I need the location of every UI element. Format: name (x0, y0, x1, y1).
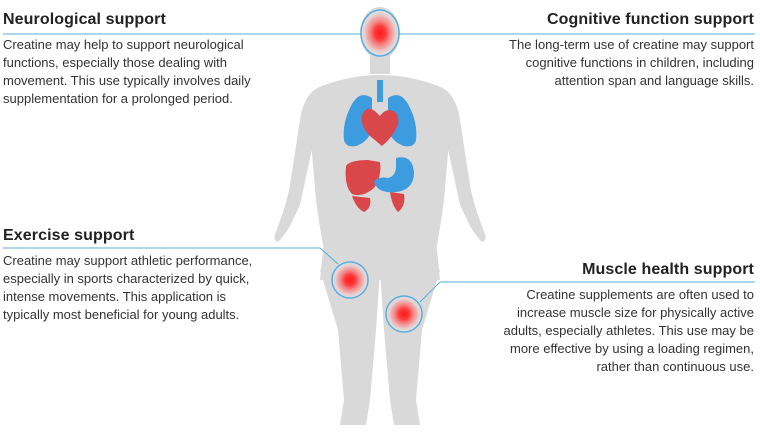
muscle-line: more effective by using a loading regime… (509, 341, 754, 356)
lungs-icon (343, 80, 417, 147)
muscle-leader-line (419, 281, 755, 303)
neurological-callout: Neurological support Creatine may help t… (3, 10, 303, 108)
cognitive-description: The long-term use of creatine may suppor… (454, 36, 754, 90)
human-silhouette (274, 7, 486, 425)
leader-lines (3, 33, 755, 303)
neurological-title: Neurological support (3, 11, 166, 28)
muscle-line: rather than continuous use. (596, 359, 754, 374)
cognitive-line: The long-term use of creatine may suppor… (509, 37, 754, 52)
exercise-leader-line (3, 247, 339, 265)
liver-icon (345, 160, 405, 212)
cognitive-line: attention span and language skills. (554, 73, 754, 88)
muscle-description: Creatine supplements are often used to i… (454, 286, 754, 376)
muscle-title: Muscle health support (582, 261, 754, 278)
cognitive-callout: Cognitive function support The long-term… (454, 10, 754, 90)
exercise-callout: Exercise support Creatine may support at… (3, 226, 303, 324)
muscle-callout: Muscle health support Creatine supplemen… (454, 260, 754, 376)
exercise-line: typically most beneficial for young adul… (3, 307, 240, 322)
cognitive-title: Cognitive function support (546, 11, 754, 28)
exercise-line: especially in sports characterized by qu… (3, 271, 250, 286)
exercise-line: Creatine may support athletic performanc… (3, 253, 253, 268)
muscle-line: adults, especially athletes. This use ma… (503, 323, 754, 338)
stomach-icon (374, 157, 414, 193)
brain-hotspot-icon (360, 9, 400, 57)
cognitive-line: cognitive functions in children, includi… (525, 55, 754, 70)
exercise-title: Exercise support (3, 227, 135, 244)
thigh-hotspot-icon (331, 261, 369, 299)
neuro-line: Creatine may help to support neurologica… (3, 37, 244, 52)
knee-hotspot-icon (385, 295, 423, 333)
muscle-line: Creatine supplements are often used to (526, 287, 754, 302)
exercise-line: intense movements. This application is (3, 289, 227, 304)
neurological-description: Creatine may help to support neurologica… (3, 36, 303, 108)
heart-icon (361, 108, 399, 146)
neuro-line: supplementation for a prolonged period. (3, 91, 233, 106)
exercise-description: Creatine may support athletic performanc… (3, 252, 303, 324)
neuro-line: movement. This use typically involves da… (3, 73, 251, 88)
neuro-line: functions, especially those dealing with (3, 55, 228, 70)
muscle-line: increase muscle size for physically acti… (517, 305, 754, 320)
